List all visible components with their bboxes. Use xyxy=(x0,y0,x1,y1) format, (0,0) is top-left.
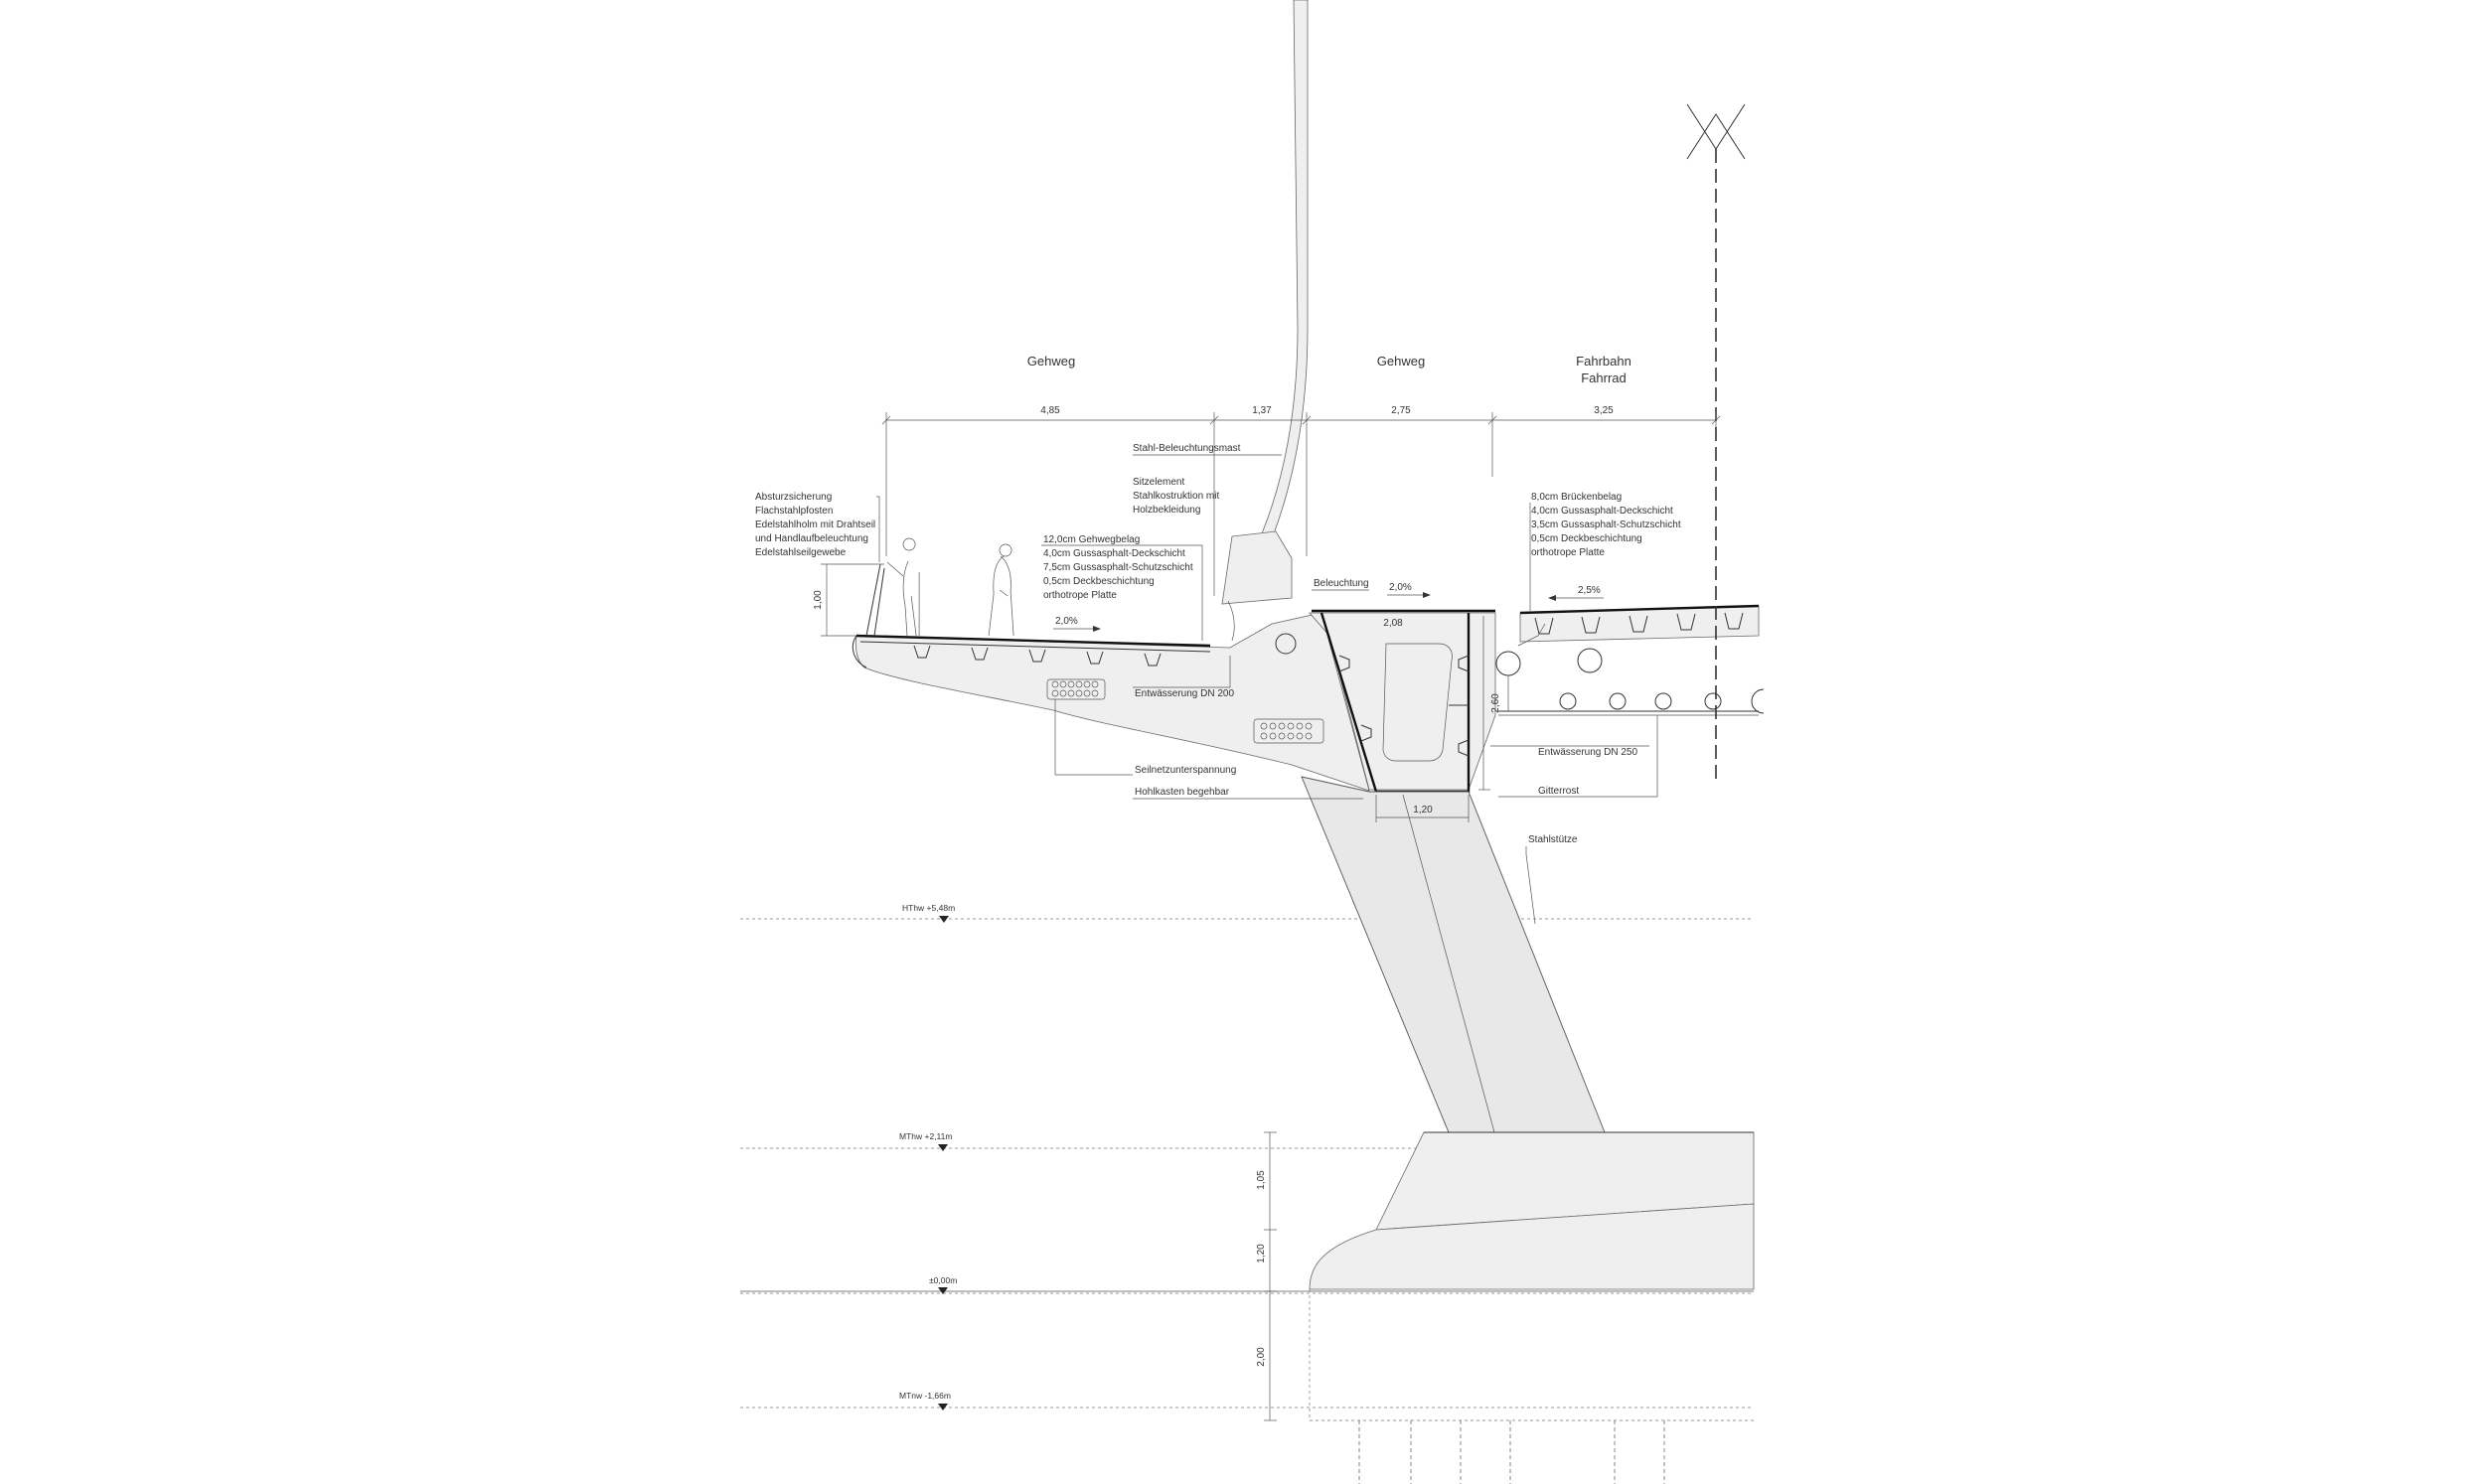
note-mast: Stahl-Beleuchtungsmast xyxy=(1133,443,1282,456)
dim-485: 4,85 xyxy=(1040,405,1060,416)
dim-box-width: 1,20 xyxy=(1375,795,1470,822)
note-brueckenbelag: 8,0cm Brückenbelag 4,0cm Gussasphalt-Dec… xyxy=(1529,492,1681,611)
slope-road: 2,5% xyxy=(1548,585,1604,601)
slope-middle: 2,0% xyxy=(1387,582,1431,598)
svg-text:Stahl-Beleuchtungsmast: Stahl-Beleuchtungsmast xyxy=(1133,443,1241,454)
note-entwaesserung-200: Entwässerung DN 200 xyxy=(1133,656,1234,699)
header-gehweg-right: Gehweg xyxy=(1377,354,1425,369)
note-absturzsicherung: Absturzsicherung Flachstahlpfosten Edels… xyxy=(755,492,880,562)
slope-middle-label: 2,0% xyxy=(1389,582,1412,593)
svg-text:orthotrope Platte: orthotrope Platte xyxy=(1043,590,1117,601)
svg-text:Edelstahlholm mit Drahtseil: Edelstahlholm mit Drahtseil xyxy=(755,519,875,530)
note-stahlstuetze: Stahlstütze xyxy=(1525,834,1578,925)
top-dimension-chain: 4,85 1,37 2,75 3,25 xyxy=(881,405,1721,596)
symmetry-axis xyxy=(1686,103,1746,785)
svg-text:Seilnetzunterspannung: Seilnetzunterspannung xyxy=(1135,765,1236,776)
svg-text:Flachstahlpfosten: Flachstahlpfosten xyxy=(755,506,833,517)
level-hthw-label: HThw +5,48m xyxy=(902,903,955,913)
dim-pier-chain: 1,05 1,20 2,00 xyxy=(1256,1131,1277,1421)
slope-walkway-label: 2,0% xyxy=(1055,616,1078,627)
pipes xyxy=(1046,623,1765,744)
svg-text:Beleuchtung: Beleuchtung xyxy=(1314,578,1369,589)
svg-text:Holzbekleidung: Holzbekleidung xyxy=(1133,505,1200,516)
svg-text:Edelstahlseilgewebe: Edelstahlseilgewebe xyxy=(755,547,847,558)
level-mtnw: MTnw -1,66m xyxy=(899,1391,951,1410)
dim-137: 1,37 xyxy=(1252,405,1272,416)
svg-text:3,5cm Gussasphalt-Schutzschich: 3,5cm Gussasphalt-Schutzschicht xyxy=(1531,519,1681,530)
slope-walkway: 2,0% xyxy=(1053,616,1101,632)
svg-text:0,5cm Deckbeschichtung: 0,5cm Deckbeschichtung xyxy=(1043,576,1155,587)
svg-text:4,0cm Gussasphalt-Deckschicht: 4,0cm Gussasphalt-Deckschicht xyxy=(1531,506,1673,517)
note-entwaesserung-250: Entwässerung DN 250 xyxy=(1490,745,1649,758)
dim-railing-height: 1,00 xyxy=(813,563,884,637)
dim-120-pier: 1,20 xyxy=(1256,1244,1267,1263)
dim-200: 2,00 xyxy=(1256,1347,1267,1367)
note-gehwegbelag: 12,0cm Gehwegbelag 4,0cm Gussasphalt-Dec… xyxy=(1041,534,1203,641)
header-fahrbahn: Fahrbahn xyxy=(1576,354,1631,369)
steel-support xyxy=(1301,776,1606,1133)
note-hohlkasten: Hohlkasten begehbar xyxy=(1133,787,1363,800)
header-gehweg-left: Gehweg xyxy=(1027,354,1075,369)
slope-road-label: 2,5% xyxy=(1578,585,1601,596)
note-gitterrost: Gitterrost xyxy=(1498,715,1658,798)
svg-text:4,0cm Gussasphalt-Deckschich: 4,0cm Gussasphalt-Deckschicht xyxy=(1043,548,1185,559)
svg-text:Stahlkostruktion mit: Stahlkostruktion mit xyxy=(1133,491,1219,502)
dim-325: 3,25 xyxy=(1594,405,1614,416)
level-mtnw-label: MTnw -1,66m xyxy=(899,1391,951,1401)
dim-260: 2,60 xyxy=(1490,693,1501,713)
level-zero-label: ±0,00m xyxy=(929,1275,957,1285)
level-hthw: HThw +5,48m xyxy=(902,903,955,923)
svg-text:12,0cm Gehwegbelag: 12,0cm Gehwegbelag xyxy=(1043,534,1140,545)
svg-text:Entwässerung DN 250: Entwässerung DN 250 xyxy=(1538,747,1637,758)
level-mthw: MThw +2,11m xyxy=(899,1131,952,1151)
lighting-mast xyxy=(1221,0,1309,605)
level-mthw-label: MThw +2,11m xyxy=(899,1131,952,1141)
svg-text:0,5cm Deckbeschichtung: 0,5cm Deckbeschichtung xyxy=(1531,533,1642,544)
dim-208: 2,08 xyxy=(1383,618,1403,629)
note-sitzelement: Sitzelement Stahlkostruktion mit Holzbek… xyxy=(1133,477,1219,516)
svg-text:orthotrope Platte: orthotrope Platte xyxy=(1531,547,1605,558)
svg-text:Entwässerung DN 200: Entwässerung DN 200 xyxy=(1135,688,1234,699)
svg-text:Absturzsicherung: Absturzsicherung xyxy=(755,492,832,503)
note-seilnetz: Seilnetzunterspannung xyxy=(1054,699,1236,776)
svg-text:7,5cm Gussasphalt-Schutzschi: 7,5cm Gussasphalt-Schutzschicht xyxy=(1043,562,1193,573)
dim-120-box: 1,20 xyxy=(1413,805,1433,816)
water-level-lines xyxy=(740,918,1754,1409)
dim-105: 1,05 xyxy=(1256,1170,1267,1190)
svg-text:8,0cm Brückenbelag: 8,0cm Brückenbelag xyxy=(1531,492,1622,503)
svg-text:Sitzelement: Sitzelement xyxy=(1133,477,1184,488)
level-zero: ±0,00m xyxy=(929,1275,957,1294)
dim-100: 1,00 xyxy=(813,590,824,610)
svg-text:und Handlaufbeleuchtung: und Handlaufbeleuchtung xyxy=(755,533,868,544)
dim-275: 2,75 xyxy=(1391,405,1411,416)
dim-box-height: 2,60 xyxy=(1478,616,1501,791)
bridge-deck xyxy=(852,604,1760,794)
railing-and-people xyxy=(865,537,1235,642)
svg-text:Hohlkasten begehbar: Hohlkasten begehbar xyxy=(1135,787,1230,798)
pier-foundation xyxy=(1309,1131,1755,1484)
svg-text:Gitterrost: Gitterrost xyxy=(1538,786,1579,797)
svg-text:Stahlstütze: Stahlstütze xyxy=(1528,834,1578,845)
header-fahrrad: Fahrrad xyxy=(1581,371,1627,385)
note-beleuchtung: Beleuchtung xyxy=(1312,578,1369,591)
